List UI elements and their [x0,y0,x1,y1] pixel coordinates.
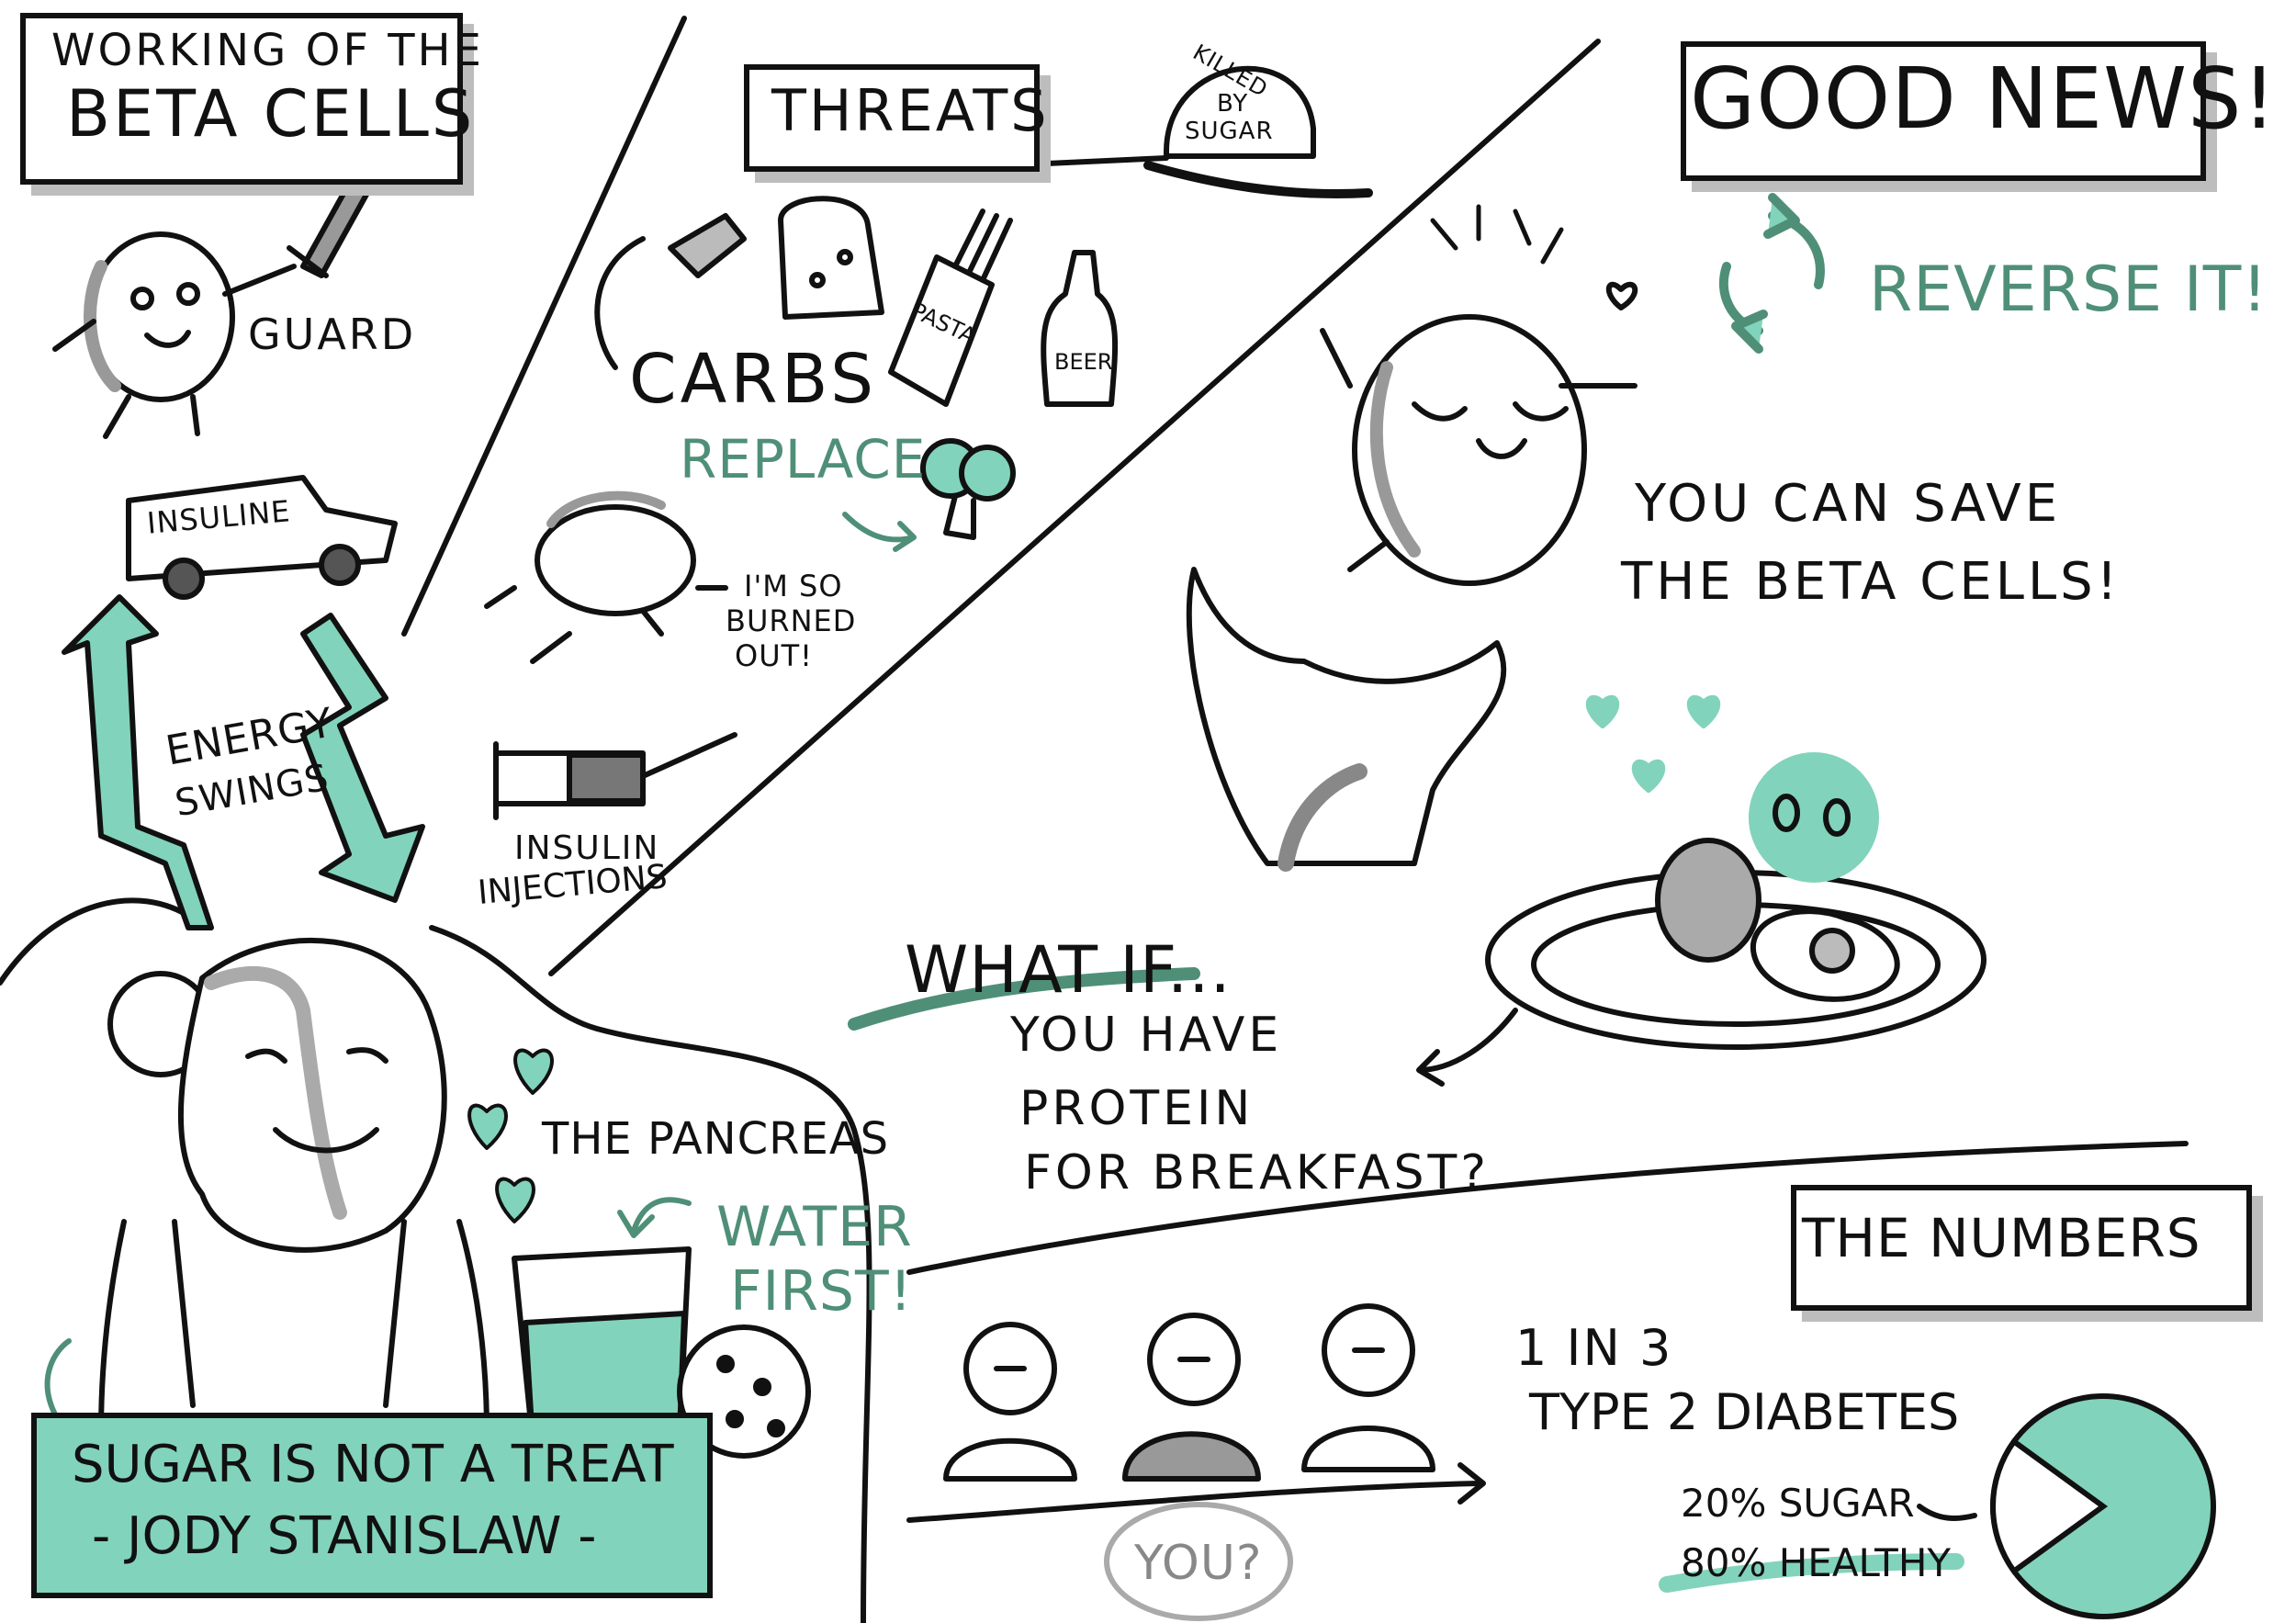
good-news-title: GOOD NEWS! [1690,50,2278,148]
energy-down-arrow-icon [300,613,425,903]
numbers-arrow-icon [906,1462,1486,1523]
threats-title-box [744,64,1040,172]
save-line1: YOU CAN SAVE [1635,474,2062,534]
candy-icon [668,213,747,278]
breakfast-arrow-icon [1416,1008,1518,1087]
quote-line2: - JODY STANISLAW - [92,1506,597,1566]
burned-out-line1: I'M SO [744,569,843,603]
breakfast-plate-icon [1485,838,1986,1050]
numbers-line1: 1 IN 3 [1515,1319,1673,1377]
burned-out-line2: BURNED [726,603,857,638]
numbers-title-box [1791,1185,2252,1311]
divider-middle [548,39,1601,976]
reverse-cycle-icon [1718,193,1825,354]
pancreas-lady [98,937,490,1436]
good-news-title-box [1681,41,2206,181]
water-line2: FIRST! [730,1259,913,1324]
broccoli-icon [920,438,1016,540]
tombstone-icon [1143,65,1373,198]
green-cell-icon [1749,752,1879,883]
pie-sugar-slice [1990,1437,2109,1575]
healthy-label: 80% HEALTHY [1681,1540,1952,1585]
beta-cells-title-line2: BETA CELLS [66,76,476,152]
bread-icon [778,196,884,320]
replace-label: REPLACE [680,428,927,490]
pancreas-hearts-icon [467,1048,554,1223]
guard-label: GUARD [248,310,417,359]
quote-hook [44,1338,72,1417]
syringe-icon [493,732,737,820]
burned-out-cell [484,490,728,664]
quote-line1: SUGAR IS NOT A TREAT [72,1435,674,1494]
replace-arrow-icon [842,512,917,552]
sugar-label: 20% SUGAR [1681,1481,1915,1526]
pancreas-label: THE PANCREAS [542,1113,890,1165]
beer-bottle-icon [1041,250,1119,407]
truck-icon [126,475,398,600]
water-arrow-icon [617,1197,692,1238]
injections-line1: INSULIN [514,829,660,867]
water-line1: WATER [716,1195,913,1259]
sugar-pointer [1917,1504,1977,1521]
happy-beta-cell [1320,204,1638,586]
green-hearts-icon [1585,694,1721,793]
divider-pancreas [429,925,872,1623]
what-if-line1: YOU HAVE [1010,1008,1283,1063]
pasta-box-icon [888,209,1013,407]
what-if-line3: FOR BREAKFAST? [1024,1145,1490,1200]
healthy-highlight [1659,1553,1964,1593]
person-icon-2 [1122,1313,1261,1482]
numbers-line2: TYPE 2 DIABETES [1529,1383,1960,1441]
energy-up-arrow-icon [62,594,214,930]
reverse-label: REVERSE IT! [1869,254,2268,326]
heart-icon [1605,281,1638,310]
what-if-line2: PROTEIN [1019,1081,1255,1136]
numbers-title: THE NUMBERS [1802,1207,2201,1269]
tombstone-line [1044,155,1169,166]
quote-banner: SUGAR IS NOT A TREAT - JODY STANISLAW - [31,1413,713,1598]
what-if-title: WHAT IF... [905,932,1232,1008]
what-if-underline [848,967,1200,1031]
beer-label: BEER [1054,349,1113,375]
divider-bottom [906,1141,2189,1275]
save-line2: THE BETA CELLS! [1621,552,2122,612]
person-icon-3 [1301,1303,1435,1472]
you-label: YOU? [1134,1536,1263,1591]
divider-left-curve [0,897,196,986]
tombstone-line2: BY [1217,90,1249,118]
person-icon-1 [943,1322,1077,1482]
beta-cell-guard [52,231,297,439]
beta-cells-title-line1: WORKING OF THE [51,25,484,76]
hand-icon [1186,567,1507,872]
burned-out-line3: OUT! [735,638,813,673]
carbs-bracket [594,236,646,370]
beta-cells-title-box [20,13,463,185]
carbs-label: CARBS [629,340,878,419]
threats-title: THREATS [771,77,1050,144]
numbers-pie-chart [1990,1393,2216,1619]
you-circle [1104,1502,1293,1621]
divider-left [401,16,687,637]
tombstone-line3: SUGAR [1185,118,1274,145]
